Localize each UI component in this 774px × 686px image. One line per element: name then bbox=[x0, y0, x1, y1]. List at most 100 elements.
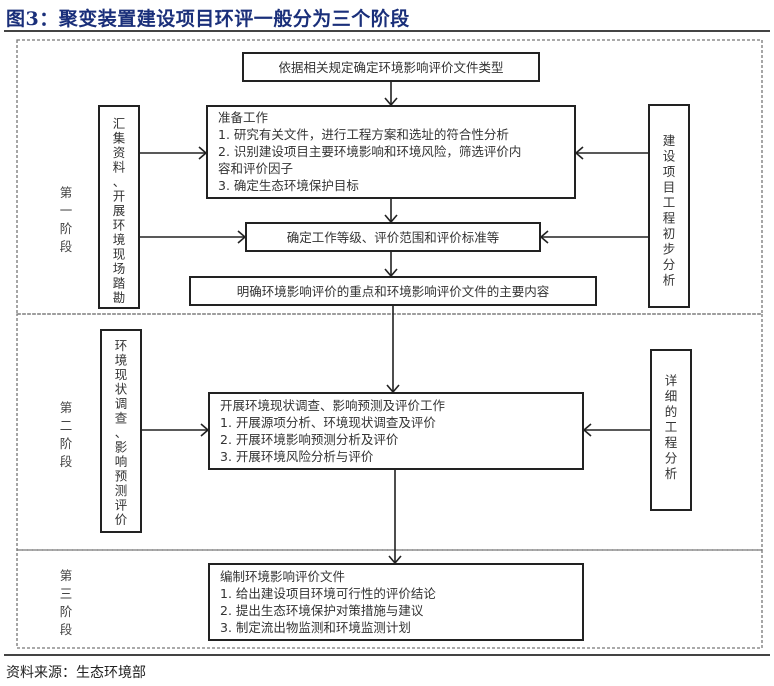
step-survey-line-1: 1. 开展源项分析、环境现状调查及评价 bbox=[220, 415, 436, 430]
stage-2-left-input-text: 环境现状调查、影响预测评价 bbox=[115, 338, 128, 527]
step-work-level-box bbox=[245, 222, 541, 252]
step-compile-doc-title: 编制环境影响评价文件 bbox=[220, 569, 345, 584]
step-preparation-title: 准备工作 bbox=[218, 110, 269, 125]
step-work-level-text: 确定工作等级、评价范围和评价标准等 bbox=[287, 230, 500, 245]
stage-3-frame bbox=[16, 549, 763, 649]
title-divider bbox=[4, 30, 770, 32]
vertical-char: 工 bbox=[665, 420, 678, 435]
vertical-char: 项 bbox=[663, 164, 676, 179]
vertical-char: 、 bbox=[115, 425, 128, 440]
vertical-char: 细 bbox=[665, 389, 678, 404]
vertical-char: 段 bbox=[60, 454, 73, 469]
step-determine-doc-type-text: 依据相关规定确定环境影响评价文件类型 bbox=[278, 60, 503, 75]
stage-2-right-input-box bbox=[650, 349, 692, 511]
vertical-char: 建 bbox=[663, 133, 676, 148]
stage-1-right-input-text: 建设项目工程初步分析 bbox=[663, 133, 676, 288]
step-compile-doc-line-1: 1. 给出建设项目环境可行性的评价结论 bbox=[220, 586, 436, 601]
vertical-char: 阶 bbox=[60, 604, 73, 619]
vertical-char: 的 bbox=[665, 404, 678, 419]
arrowhead-icon bbox=[384, 268, 398, 278]
vertical-char: 评 bbox=[115, 498, 128, 513]
vertical-char: 集 bbox=[113, 131, 126, 146]
arrowhead-icon bbox=[384, 97, 398, 107]
step-survey-box bbox=[208, 392, 584, 470]
vertical-char: 第 bbox=[60, 400, 73, 415]
arrowhead-icon bbox=[388, 555, 402, 565]
vertical-char: 场 bbox=[113, 261, 126, 276]
stage-1-label: 第一阶段 bbox=[60, 185, 73, 254]
arrowhead-icon bbox=[384, 214, 398, 224]
vertical-char: 展 bbox=[113, 203, 126, 218]
stage-2-label: 第二阶段 bbox=[60, 400, 73, 469]
step-preparation-line-2: 2. 识别建设项目主要环境影响和环境风险，筛选评价内 bbox=[218, 144, 521, 159]
vertical-char: 环 bbox=[113, 218, 126, 233]
vertical-char: 汇 bbox=[113, 116, 126, 131]
step-compile-doc-box bbox=[208, 563, 584, 641]
vertical-char: 料 bbox=[113, 160, 126, 175]
stage-1-right-input-box bbox=[648, 104, 690, 308]
stage-2-frame bbox=[16, 313, 763, 551]
vertical-char: 析 bbox=[665, 466, 678, 481]
arrowhead-icon bbox=[237, 230, 247, 244]
figure-title: 图3：聚变装置建设项目环评一般分为三个阶段 bbox=[6, 8, 410, 30]
vertical-char: 分 bbox=[665, 451, 678, 466]
step-key-content-text: 明确环境影响评价的重点和环境影响评价文件的主要内容 bbox=[237, 284, 550, 299]
vertical-char: 分 bbox=[663, 257, 676, 272]
vertical-char: 现 bbox=[113, 247, 126, 262]
vertical-char: 阶 bbox=[60, 221, 73, 236]
stage-2-right-input-text: 详细的工程分析 bbox=[665, 373, 678, 481]
footer-divider bbox=[4, 654, 770, 656]
vertical-char: 析 bbox=[663, 273, 676, 288]
vertical-char: 调 bbox=[115, 396, 128, 411]
vertical-char: 阶 bbox=[60, 436, 73, 451]
step-survey-title: 开展环境现状调查、影响预测及评价工作 bbox=[220, 398, 446, 413]
vertical-char: 段 bbox=[60, 239, 73, 254]
vertical-char: 详 bbox=[665, 373, 678, 388]
arrowhead-icon bbox=[539, 230, 549, 244]
step-survey-line-2: 2. 开展环境影响预测分析及评价 bbox=[220, 432, 399, 447]
vertical-char: 工 bbox=[663, 195, 676, 210]
arrowhead-icon bbox=[582, 423, 592, 437]
vertical-char: 测 bbox=[115, 483, 128, 498]
vertical-char: 设 bbox=[663, 149, 676, 164]
vertical-char: 现 bbox=[115, 367, 128, 382]
step-key-content-box bbox=[189, 276, 597, 306]
vertical-char: 二 bbox=[60, 418, 73, 433]
vertical-char: 步 bbox=[663, 242, 676, 257]
vertical-char: 踏 bbox=[113, 276, 126, 291]
step-determine-doc-type-box bbox=[242, 52, 540, 82]
stage-1-left-input-text: 汇集资料、开展环境现场踏勘 bbox=[113, 116, 126, 305]
vertical-char: 目 bbox=[663, 180, 676, 195]
step-preparation-line-1: 1. 研究有关文件，进行工程方案和选址的符合性分析 bbox=[218, 127, 509, 142]
vertical-char: 三 bbox=[60, 586, 73, 601]
source-note: 资料来源：生态环境部 bbox=[6, 665, 146, 681]
vertical-char: 初 bbox=[663, 226, 676, 241]
vertical-char: 预 bbox=[115, 469, 128, 484]
step-survey-line-3: 3. 开展环境风险分析与评价 bbox=[220, 449, 374, 464]
step-preparation-line-3: 3. 确定生态环境保护目标 bbox=[218, 178, 359, 193]
step-compile-doc-line-2: 2. 提出生态环境保护对策措施与建议 bbox=[220, 603, 424, 618]
step-compile-doc-line-3: 3. 制定流出物监测和环境监测计划 bbox=[220, 620, 411, 635]
vertical-char: 、 bbox=[113, 174, 126, 189]
arrowhead-icon bbox=[574, 146, 584, 160]
vertical-char: 程 bbox=[663, 211, 676, 226]
arrowhead-icon bbox=[200, 423, 210, 437]
vertical-char: 环 bbox=[115, 338, 128, 353]
vertical-char: 响 bbox=[115, 454, 128, 469]
stage-2-left-input-box bbox=[100, 329, 142, 533]
vertical-char: 勘 bbox=[113, 290, 126, 305]
vertical-char: 价 bbox=[115, 512, 128, 527]
arrowhead-icon bbox=[198, 146, 208, 160]
vertical-char: 第 bbox=[60, 568, 73, 583]
vertical-char: 状 bbox=[115, 382, 128, 397]
vertical-char: 一 bbox=[60, 203, 73, 218]
vertical-char: 境 bbox=[115, 353, 128, 368]
vertical-char: 程 bbox=[665, 435, 678, 450]
vertical-char: 第 bbox=[60, 185, 73, 200]
vertical-char: 资 bbox=[113, 145, 126, 160]
vertical-char: 影 bbox=[115, 440, 128, 455]
stage-1-left-input-box bbox=[98, 105, 140, 309]
arrowhead-icon bbox=[386, 384, 400, 394]
vertical-char: 段 bbox=[60, 622, 73, 637]
